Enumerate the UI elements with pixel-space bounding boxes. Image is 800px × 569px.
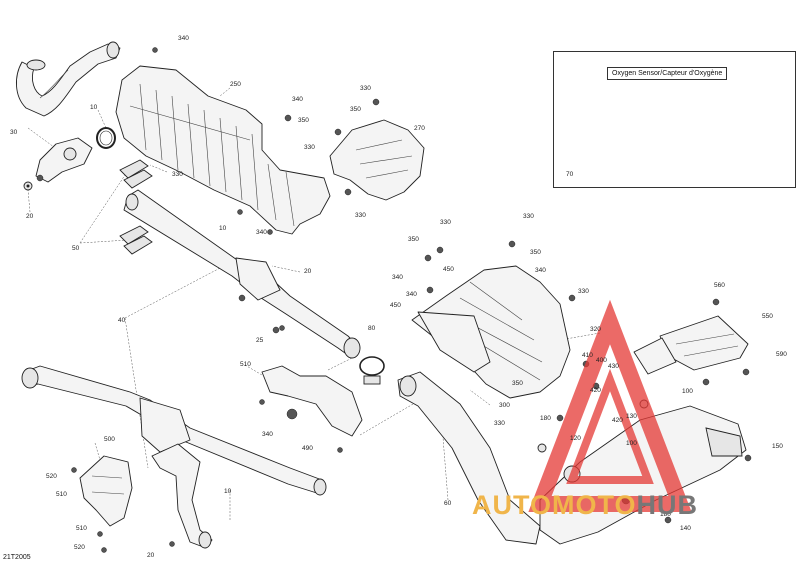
- rear-heat-shield: [329, 119, 425, 201]
- middle-heat-shield: [411, 265, 571, 399]
- front-pipe-to-muffler: [397, 371, 541, 545]
- callout-400: 400: [596, 357, 607, 364]
- callout-330: 330: [360, 85, 371, 92]
- callout-40: 40: [118, 317, 126, 324]
- callout-510: 510: [76, 525, 87, 532]
- callout-520: 520: [74, 544, 85, 551]
- main-heat-shield: [115, 65, 331, 235]
- callout-20: 20: [26, 213, 34, 220]
- bottom-bent-pipe: [151, 443, 213, 549]
- callout-350: 350: [512, 380, 523, 387]
- front-header-pipe: [16, 41, 121, 117]
- callout-500: 500: [104, 436, 115, 443]
- callout-490: 490: [302, 445, 313, 452]
- callout-350: 350: [530, 249, 541, 256]
- callout-130: 130: [626, 413, 637, 420]
- inset-title: Oxygen Sensor/Capteur d'Oxygène: [607, 67, 728, 80]
- callout-10: 10: [219, 225, 227, 232]
- callout-520: 520: [46, 473, 57, 480]
- callout-340: 340: [392, 274, 403, 281]
- callout-180: 180: [540, 415, 551, 422]
- callout-50: 50: [72, 245, 80, 252]
- callout-20: 20: [304, 268, 312, 275]
- elbow-flange: [35, 137, 93, 183]
- lower-shield-500: [79, 455, 133, 527]
- callout-60: 60: [444, 500, 452, 507]
- callout-300: 300: [499, 402, 510, 409]
- bolt-20-topleft: [23, 181, 33, 191]
- callout-150: 150: [772, 443, 783, 450]
- callout-340: 340: [262, 431, 273, 438]
- callout-80: 80: [368, 325, 376, 332]
- callout-340: 340: [256, 229, 267, 236]
- callout-510: 510: [56, 491, 67, 498]
- callout-330: 330: [440, 219, 451, 226]
- callout-340: 340: [406, 291, 417, 298]
- callout-420: 420: [590, 387, 601, 394]
- main-exhaust-pipe: [123, 189, 361, 359]
- callout-450: 450: [443, 266, 454, 273]
- clamp-80: [359, 356, 385, 385]
- callout-120: 120: [570, 435, 581, 442]
- callout-420: 420: [612, 417, 623, 424]
- watermark-triangle: [528, 299, 692, 512]
- callout-410: 410: [582, 352, 593, 359]
- callout-20: 20: [147, 552, 155, 559]
- diagram-code: 21T2005: [3, 554, 31, 561]
- callout-340: 340: [178, 35, 189, 42]
- callout-320: 320: [590, 326, 601, 333]
- callout-450: 450: [390, 302, 401, 309]
- callout-590: 590: [776, 351, 787, 358]
- callout-labels: 340 30 10 20 250 340 350 330 350 270 330…: [10, 35, 787, 559]
- callout-510: 510: [240, 361, 251, 368]
- callout-340: 340: [292, 96, 303, 103]
- callout-30: 30: [10, 129, 18, 136]
- callout-350: 350: [350, 106, 361, 113]
- callout-350: 350: [298, 117, 309, 124]
- callout-270: 270: [414, 125, 425, 132]
- inset-callout-70: 70: [566, 171, 574, 178]
- callout-100: 100: [626, 440, 637, 447]
- heat-plate-550: [633, 315, 749, 375]
- lower-exhaust-pipe: [21, 365, 327, 496]
- oxygen-sensor-inset: Oxygen Sensor/Capteur d'Oxygène 70: [553, 51, 796, 188]
- callout-330: 330: [172, 171, 183, 178]
- exhaust-gaskets: [119, 159, 153, 255]
- callout-340: 340: [535, 267, 546, 274]
- callout-330: 330: [304, 144, 315, 151]
- callout-550: 550: [762, 313, 773, 320]
- callout-430: 430: [608, 363, 619, 370]
- callout-10: 10: [90, 104, 98, 111]
- callout-330: 330: [523, 213, 534, 220]
- callout-330: 330: [578, 288, 589, 295]
- bracket-510: [261, 365, 363, 437]
- callout-140: 140: [680, 525, 691, 532]
- callout-100: 100: [682, 388, 693, 395]
- callout-350: 350: [408, 236, 419, 243]
- callout-330: 330: [494, 420, 505, 427]
- callout-180: 180: [660, 511, 671, 518]
- callout-25: 25: [256, 337, 264, 344]
- gasket-ring: [96, 127, 116, 149]
- callout-10: 10: [224, 488, 232, 495]
- watermark-text-2: HUB: [636, 490, 699, 520]
- callout-250: 250: [230, 81, 241, 88]
- watermark-text-1: AUTOMOTO: [472, 490, 637, 520]
- watermark-logo: AUTOMOTOHUB: [472, 490, 698, 521]
- callout-560: 560: [714, 282, 725, 289]
- callout-330: 330: [355, 212, 366, 219]
- fasteners: [71, 47, 752, 553]
